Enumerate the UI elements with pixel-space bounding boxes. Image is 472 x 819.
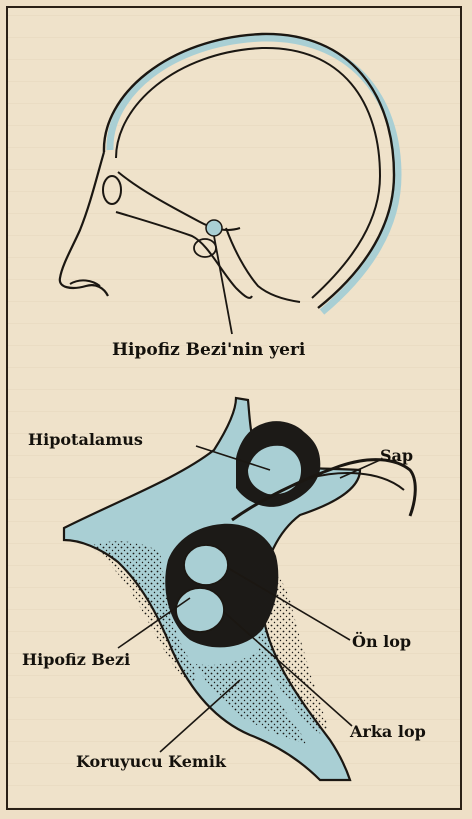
- label-bone: Koruyucu Kemik: [76, 752, 226, 771]
- label-pituitary: Hipofiz Bezi: [22, 650, 130, 669]
- front-lobe: [184, 545, 228, 585]
- label-stalk: Sap: [380, 446, 413, 465]
- back-lobe: [176, 588, 224, 632]
- label-front-lobe: Ön lop: [352, 632, 411, 651]
- label-back-lobe: Arka lop: [350, 722, 426, 741]
- label-hypothalamus: Hipotalamus: [28, 430, 143, 449]
